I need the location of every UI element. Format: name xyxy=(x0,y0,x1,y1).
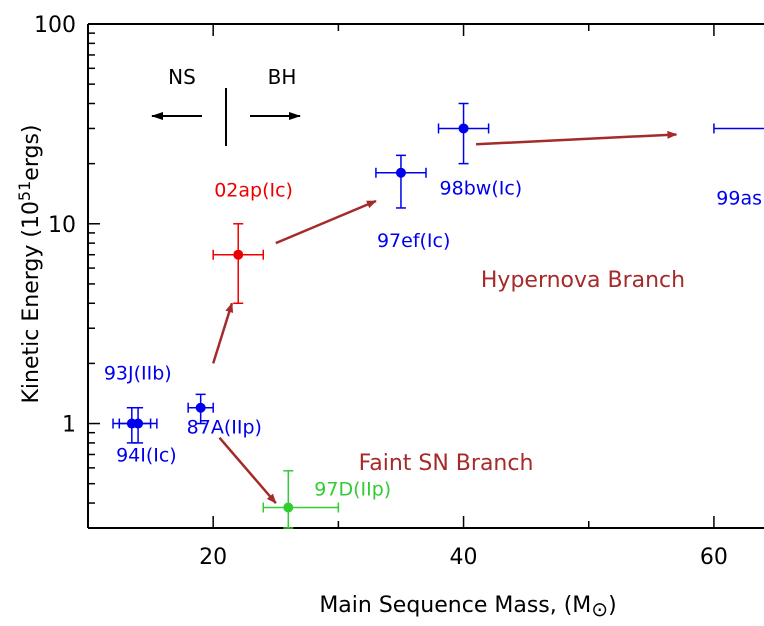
point-label: 99as xyxy=(716,187,762,209)
ns-bh-divider: NS BH xyxy=(151,65,301,146)
trend-arrow xyxy=(218,436,277,504)
data-point: 02ap(Ic) xyxy=(212,180,293,305)
y-tick-label: 100 xyxy=(34,13,76,38)
point-marker xyxy=(458,123,469,134)
point-marker xyxy=(195,402,206,413)
point-label: 93J(IIb) xyxy=(104,363,172,385)
bh-label: BH xyxy=(268,65,297,89)
x-axis-title: Main Sequence Mass, (M⊙) xyxy=(319,593,616,621)
y-tick-label: 10 xyxy=(48,213,76,238)
x-tick-label: 40 xyxy=(450,545,478,570)
hypernova-branch-label: Hypernova Branch xyxy=(481,268,685,293)
data-point: 87A(IIp) xyxy=(187,393,262,439)
sun-symbol: ⊙ xyxy=(591,597,608,621)
faint-sn-branch-label: Faint SN Branch xyxy=(359,451,534,476)
plot-area: 20 40 60 1 10 100 93J(IIb) 94I(Ic) 87A(IIp) 02ap(… xyxy=(34,13,764,570)
trend-arrow xyxy=(476,130,678,146)
point-label: 02ap(Ic) xyxy=(214,180,293,202)
data-point: 98bw(Ic) xyxy=(437,102,523,199)
point-marker xyxy=(133,418,144,429)
x-tick-label: 60 xyxy=(700,545,728,570)
data-point: 97ef(Ic) xyxy=(375,154,450,252)
point-label: 87A(IIp) xyxy=(187,417,262,439)
point-marker xyxy=(283,502,294,513)
trend-arrow xyxy=(211,302,234,364)
trend-arrow xyxy=(275,199,377,245)
point-label: 97D(IIp) xyxy=(314,478,391,500)
point-label: 98bw(Ic) xyxy=(440,177,523,199)
x-tick-label: 20 xyxy=(199,545,227,570)
data-point: 99as xyxy=(713,123,764,209)
point-label: 94I(Ic) xyxy=(116,445,177,467)
y-axis-title: Kinetic Energy (1051ergs) xyxy=(15,125,44,404)
point-marker xyxy=(395,167,406,178)
point-marker xyxy=(233,249,244,260)
data-point: 94I(Ic) xyxy=(116,406,177,467)
ns-label: NS xyxy=(168,65,196,89)
point-label: 97ef(Ic) xyxy=(377,230,450,252)
y-tick-label: 1 xyxy=(62,413,76,438)
data-point: 97D(IIp) xyxy=(262,470,391,529)
